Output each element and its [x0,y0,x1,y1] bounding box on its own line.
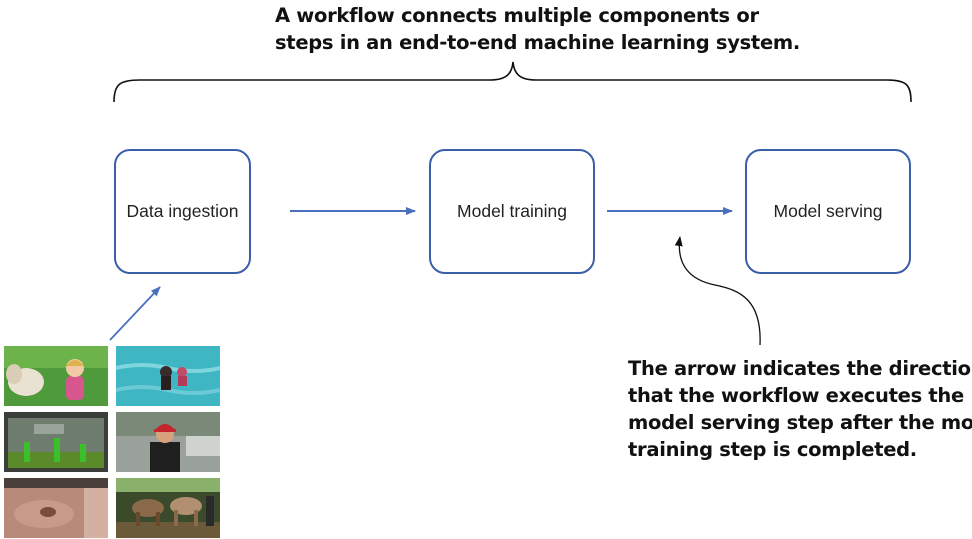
step-label: Model serving [773,201,883,221]
annotation-text: The arrow indicates the direction that t… [628,355,972,463]
image-dataset-grid [4,346,220,538]
annotation-line-2: that the workflow executes the [628,384,964,407]
annotation-pointer-arrow [674,236,761,346]
man-in-cap-photo [116,412,220,472]
title-line-2: steps in an end-to-end machine learning … [275,31,800,54]
arrow-images-to-ingestion [109,286,161,341]
annotation-line-4: training step is completed. [628,438,917,461]
step-label: Model training [457,201,567,221]
annotation-line-3: model serving step after the model [628,411,972,434]
closeup-object-photo [4,478,108,538]
title-line-1: A workflow connects multiple components … [275,4,759,27]
swimming-pool-photo [116,346,220,406]
grouping-brace [113,61,912,103]
aquarium-photo [4,412,108,472]
step-data-ingestion: Data ingestion [114,149,251,274]
annotation-line-1: The arrow indicates the direction [628,357,972,380]
diagram-title: A workflow connects multiple components … [275,2,800,56]
step-model-training: Model training [429,149,595,274]
horses-photo [116,478,220,538]
dog-and-child-photo [4,346,108,406]
step-model-serving: Model serving [745,149,911,274]
step-label: Data ingestion [126,201,239,221]
